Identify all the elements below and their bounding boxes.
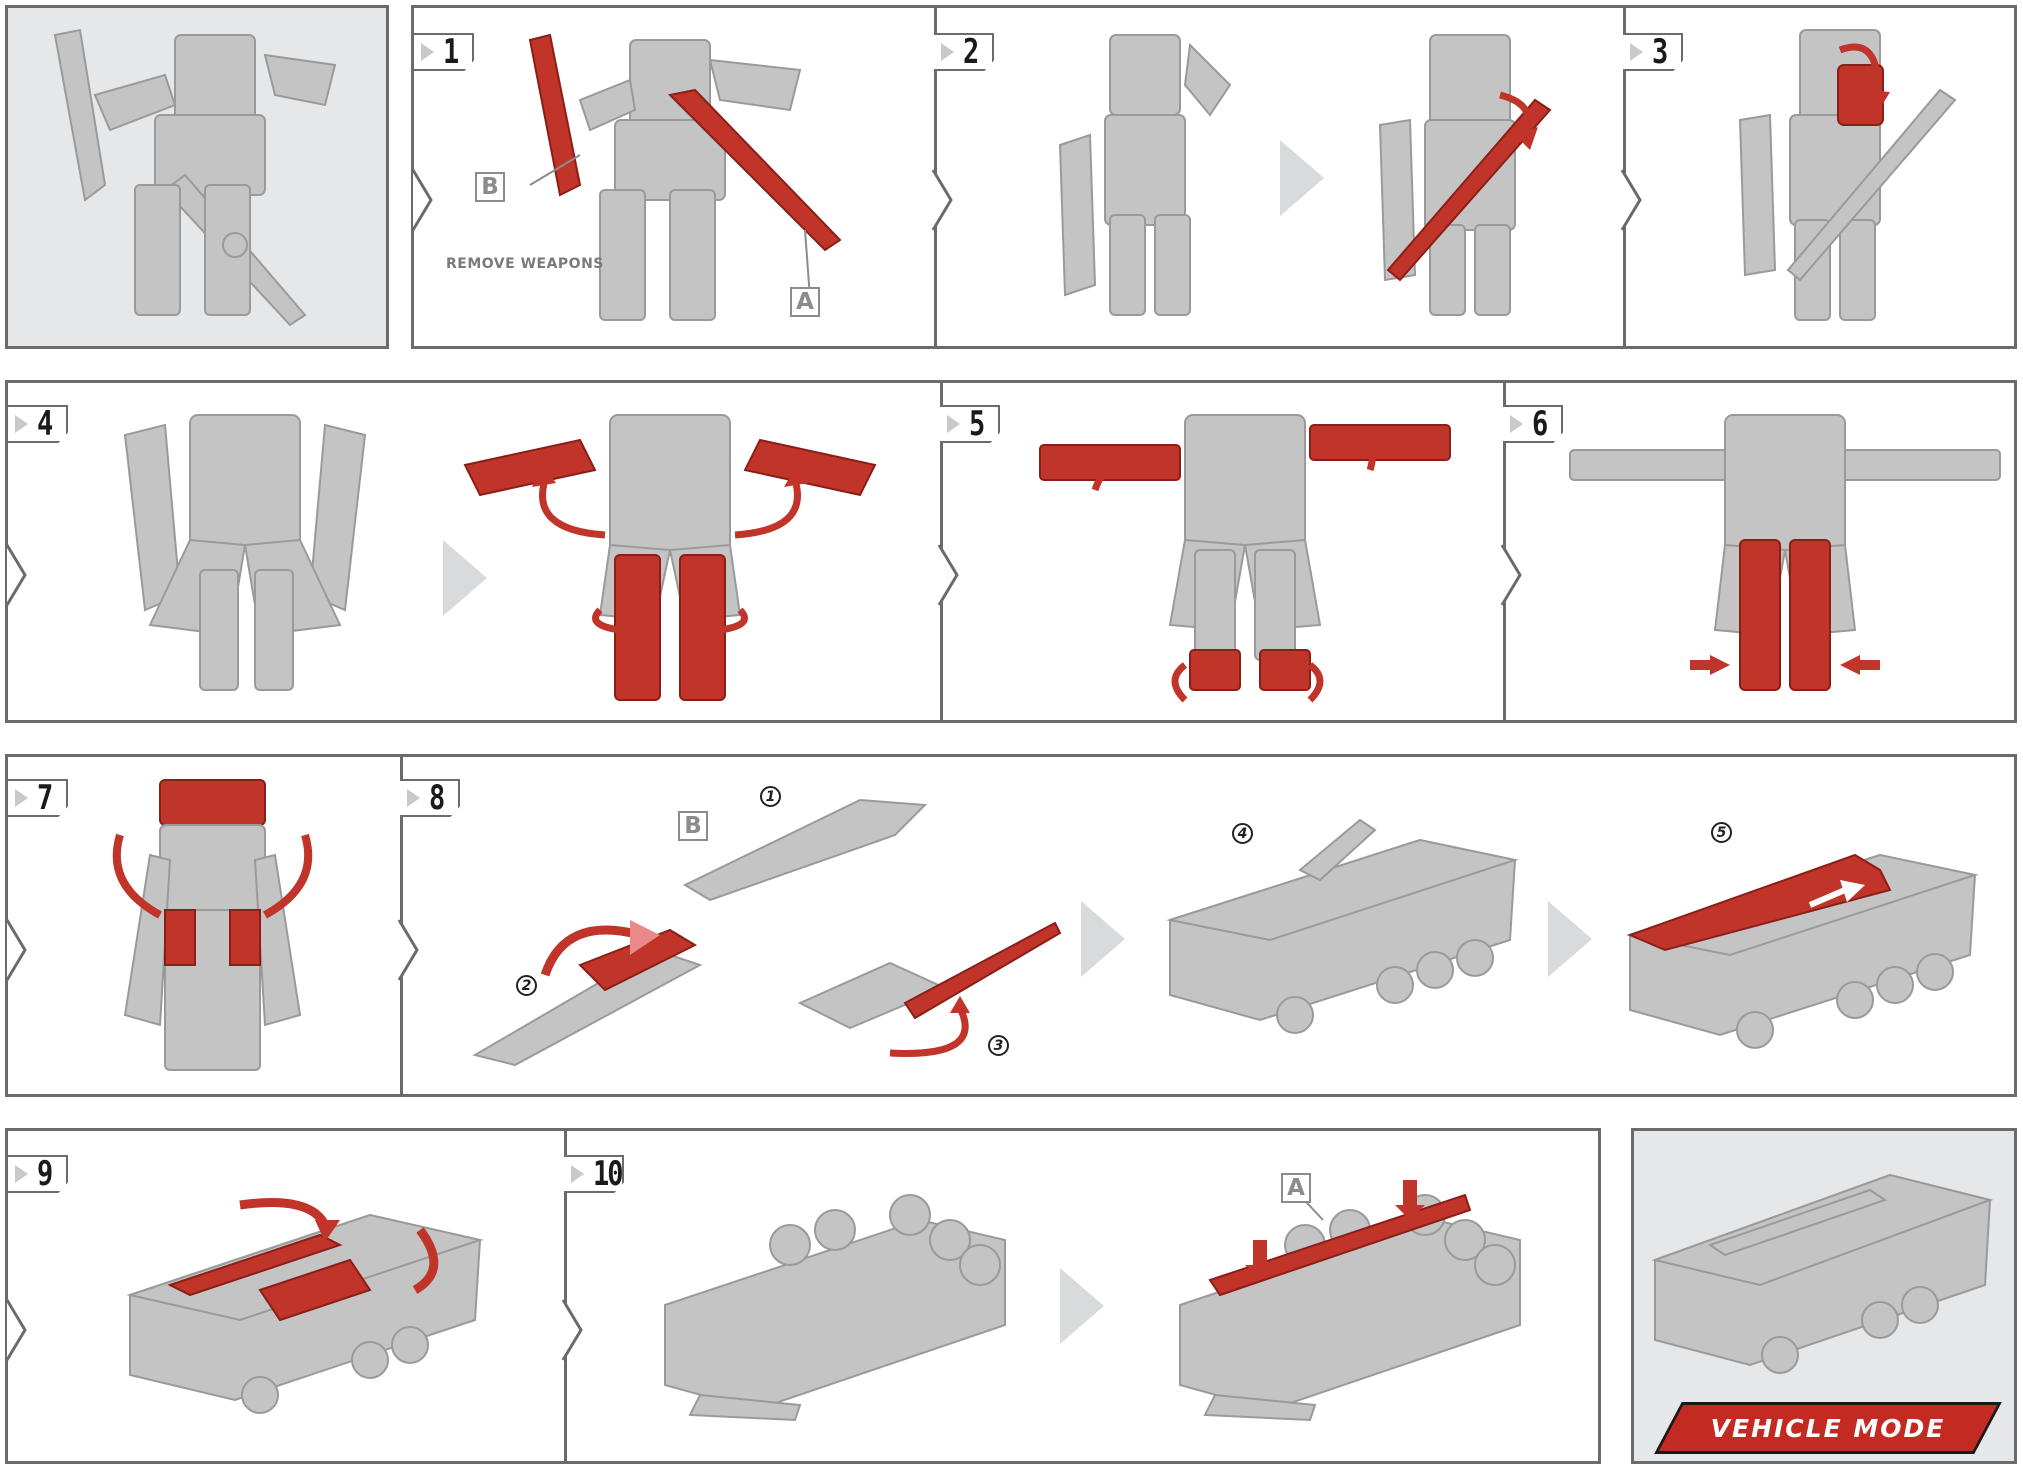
vehicle-mode-label: VEHICLE MODE (1668, 1402, 1988, 1454)
step-8-weapon-b-figure (680, 775, 940, 915)
step-notch-icon (1622, 170, 1646, 230)
step-7-figure (100, 775, 340, 1085)
step-notch-icon (939, 545, 963, 605)
step-2-figure-before (1050, 25, 1250, 325)
step-4-figure-before (105, 395, 385, 705)
robot-mode-figure (35, 15, 355, 335)
step-notch-icon (1502, 545, 1526, 605)
step-10-figure-before (660, 1195, 1020, 1435)
step-notch-icon (563, 1300, 587, 1360)
step-10-figure-after (1175, 1180, 1535, 1440)
next-arrow-icon (1548, 901, 1592, 977)
part-label-a-step-10: A (1281, 1173, 1311, 1203)
step-notch-icon (933, 170, 957, 230)
step-marker-icon (947, 415, 960, 433)
step-notch-icon (7, 1300, 31, 1360)
step-marker-icon (1510, 415, 1523, 433)
step-marker-icon (15, 1165, 28, 1183)
step-marker-icon (1630, 43, 1643, 61)
step-3-tab: 3 (1623, 33, 1683, 71)
step-number: 5 (969, 405, 983, 444)
step-9-figure (120, 1180, 490, 1420)
step-marker-icon (421, 43, 434, 61)
step-8-vehicle-slide-figure (1625, 810, 1985, 1040)
step-2-tab: 2 (934, 33, 994, 71)
next-arrow-icon (1081, 901, 1125, 977)
step-marker-icon (15, 415, 28, 433)
step-8-vehicle-figure (1160, 810, 1520, 1040)
part-label-a: A (790, 287, 820, 317)
step-6-figure (1565, 400, 2005, 710)
step-5-tab: 5 (940, 405, 1000, 443)
next-arrow-icon (1280, 140, 1324, 216)
step-notch-icon (7, 920, 31, 980)
step-4-tab: 4 (8, 405, 68, 443)
step-3-figure (1730, 20, 1970, 330)
step-number: 6 (1532, 405, 1546, 444)
step-notch-icon (413, 170, 437, 230)
step-marker-icon (571, 1165, 584, 1183)
step-number: 8 (429, 779, 443, 818)
step-8-substep-3-figure (795, 918, 1075, 1058)
step-6-tab: 6 (1503, 405, 1563, 443)
step-number: 4 (37, 405, 51, 444)
step-4-figure-after (460, 395, 880, 705)
step-10-tab: 10 (564, 1155, 624, 1193)
step-8-substep-2-figure (470, 905, 750, 1075)
step-marker-icon (941, 43, 954, 61)
step-marker-icon (407, 789, 420, 807)
step-number: 7 (37, 779, 51, 818)
step-number: 9 (37, 1155, 51, 1194)
step-marker-icon (15, 789, 28, 807)
step-2-figure-after (1370, 25, 1590, 325)
step-notch-icon (7, 545, 31, 605)
step-number: 10 (593, 1155, 622, 1194)
part-label-b: B (475, 172, 505, 202)
step-number: 1 (443, 33, 457, 72)
step-8-tab: 8 (400, 779, 460, 817)
step-7-tab: 7 (8, 779, 68, 817)
step-5-figure (1035, 400, 1455, 710)
step-notch-icon (399, 920, 423, 980)
step-1-tab: 1 (414, 33, 474, 71)
remove-weapons-caption: REMOVE WEAPONS (446, 256, 604, 272)
vehicle-mode-figure (1650, 1150, 2000, 1380)
next-arrow-icon (1060, 1268, 1104, 1344)
step-number: 3 (1652, 33, 1666, 72)
step-9-tab: 9 (8, 1155, 68, 1193)
step-number: 2 (963, 33, 977, 72)
